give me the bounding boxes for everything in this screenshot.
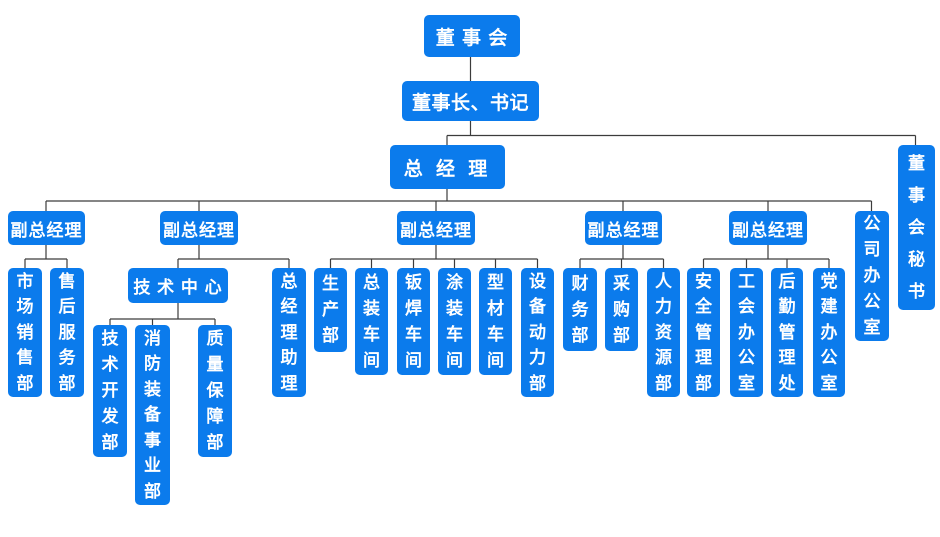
node-company-office: 公司办公室 bbox=[855, 211, 889, 341]
node-hr-dept: 人力资源部 bbox=[647, 268, 680, 397]
node-deputy-gm-4: 副总经理 bbox=[585, 211, 662, 245]
node-production-dept: 生产部 bbox=[314, 268, 347, 352]
node-party-building-office: 党建办公室 bbox=[813, 268, 845, 397]
node-board-secretary: 董事会秘书 bbox=[898, 145, 935, 310]
node-final-assembly-workshop: 总装车间 bbox=[355, 268, 388, 375]
node-union-office: 工会办公室 bbox=[730, 268, 763, 397]
node-deputy-gm-5: 副总经理 bbox=[729, 211, 807, 245]
node-chairman-secretary: 董事长、书记 bbox=[402, 81, 539, 121]
node-deputy-gm-3: 副总经理 bbox=[397, 211, 475, 245]
node-finance-dept: 财务部 bbox=[563, 268, 597, 351]
node-after-sales-service-dept: 售后服务部 bbox=[50, 268, 84, 397]
node-general-manager: 总 经 理 bbox=[390, 145, 505, 189]
node-procurement-dept: 采购部 bbox=[605, 268, 638, 351]
node-market-sales-dept: 市场销售部 bbox=[8, 268, 42, 397]
node-deputy-gm-1: 副总经理 bbox=[8, 211, 85, 245]
node-board: 董 事 会 bbox=[424, 15, 520, 57]
node-sheet-welding-workshop: 钣焊车间 bbox=[397, 268, 430, 375]
node-profile-workshop: 型材车间 bbox=[479, 268, 512, 375]
node-logistics-management-office: 后勤管理处 bbox=[771, 268, 803, 397]
node-technology-center: 技 术 中 心 bbox=[128, 268, 228, 303]
node-quality-assurance-dept: 质量保障部 bbox=[198, 325, 232, 457]
node-painting-workshop: 涂装车间 bbox=[438, 268, 471, 375]
node-fire-equipment-division: 消防装备事业部 bbox=[135, 325, 170, 505]
node-equipment-power-dept: 设备动力部 bbox=[521, 268, 554, 397]
node-deputy-gm-2: 副总经理 bbox=[160, 211, 238, 245]
node-tech-development-dept: 技术开发部 bbox=[93, 325, 127, 457]
node-safety-management-dept: 安全管理部 bbox=[687, 268, 720, 397]
node-gm-assistant: 总经理助理 bbox=[272, 268, 306, 397]
